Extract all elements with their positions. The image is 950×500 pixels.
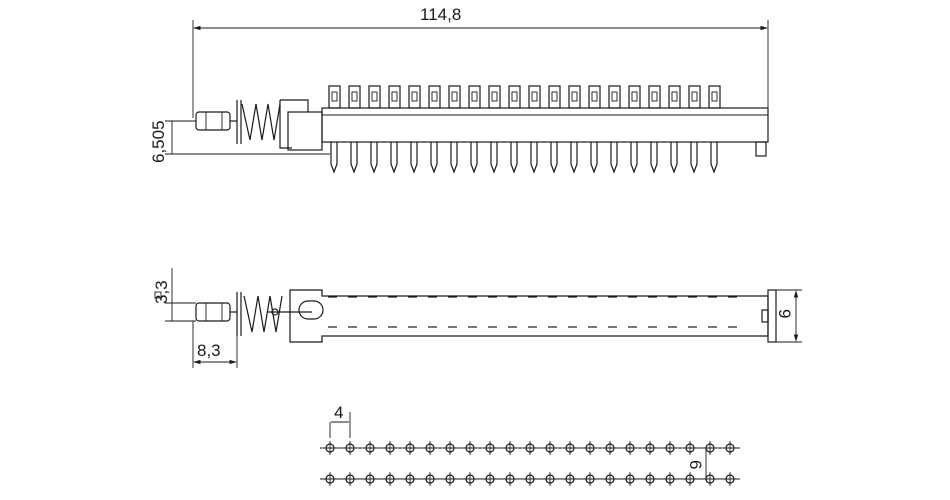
bottom-pin bbox=[490, 142, 498, 174]
top-body bbox=[289, 289, 769, 343]
contact-slots bbox=[328, 296, 737, 328]
latch-slot bbox=[298, 300, 324, 320]
latch-housing bbox=[287, 111, 323, 151]
top-contact bbox=[408, 85, 421, 109]
contact-window bbox=[611, 91, 618, 102]
top-contact bbox=[468, 85, 481, 109]
spring bbox=[241, 103, 281, 141]
contact-window bbox=[671, 91, 678, 102]
contact-window bbox=[531, 91, 538, 102]
top-contact bbox=[648, 85, 661, 109]
bottom-pin bbox=[530, 142, 538, 174]
contact-window bbox=[651, 91, 658, 102]
top-contact bbox=[388, 85, 401, 109]
top-contact bbox=[548, 85, 561, 109]
contact-window bbox=[491, 91, 498, 102]
contact-window bbox=[551, 91, 558, 102]
top-contact bbox=[448, 85, 461, 109]
top-spring bbox=[243, 295, 283, 333]
top-end-cap bbox=[767, 289, 777, 343]
bottom-pin bbox=[590, 142, 598, 174]
contact-window bbox=[451, 91, 458, 102]
top-pin bbox=[271, 308, 279, 316]
footprint-holes bbox=[320, 441, 740, 486]
top-contact bbox=[368, 85, 381, 109]
bottom-pin bbox=[670, 142, 678, 174]
bottom-pin bbox=[690, 142, 698, 174]
contact-window bbox=[391, 91, 398, 102]
top-contact bbox=[708, 85, 721, 109]
top-view: 3,3 8,3 9 bbox=[152, 268, 802, 368]
contact-window bbox=[331, 91, 338, 102]
bottom-pin bbox=[470, 142, 478, 174]
dimension-pin-pitch: 4 bbox=[334, 403, 343, 422]
end-post bbox=[755, 141, 767, 157]
bottom-pins bbox=[330, 142, 718, 174]
top-contact bbox=[428, 85, 441, 109]
top-contact bbox=[348, 85, 361, 109]
bottom-pin bbox=[570, 142, 578, 174]
plunger bbox=[195, 111, 231, 131]
side-view: 114,8 6,505 bbox=[149, 5, 769, 174]
end-slot bbox=[761, 309, 769, 323]
latch-bracket bbox=[279, 99, 309, 149]
top-contact bbox=[688, 85, 701, 109]
bottom-pin bbox=[390, 142, 398, 174]
bottom-pin bbox=[370, 142, 378, 174]
contact-window bbox=[371, 91, 378, 102]
top-contact bbox=[508, 85, 521, 109]
top-contact bbox=[608, 85, 621, 109]
bottom-pin bbox=[410, 142, 418, 174]
connector-body bbox=[321, 107, 769, 143]
bottom-pin bbox=[650, 142, 658, 174]
contact-window bbox=[411, 91, 418, 102]
top-contact bbox=[588, 85, 601, 109]
contact-window bbox=[711, 91, 718, 102]
contact-window bbox=[571, 91, 578, 102]
top-contact bbox=[668, 85, 681, 109]
top-contact bbox=[568, 85, 581, 109]
bottom-pin bbox=[710, 142, 718, 174]
bottom-pin bbox=[510, 142, 518, 174]
dimension-body-width: 9 bbox=[775, 309, 794, 318]
contact-window bbox=[591, 91, 598, 102]
dimension-total-length: 114,8 bbox=[420, 5, 461, 24]
contact-window bbox=[471, 91, 478, 102]
bottom-pin bbox=[630, 142, 638, 174]
contact-window bbox=[511, 91, 518, 102]
bottom-pin bbox=[450, 142, 458, 174]
top-contact bbox=[328, 85, 341, 109]
top-contact bbox=[488, 85, 501, 109]
bottom-pin bbox=[350, 142, 358, 174]
top-contact bbox=[628, 85, 641, 109]
contact-window bbox=[431, 91, 438, 102]
bottom-pin bbox=[430, 142, 438, 174]
contact-window bbox=[351, 91, 358, 102]
bottom-pin bbox=[330, 142, 338, 174]
dimension-row-spacing: 6 bbox=[686, 460, 705, 469]
dimension-plunger-length: 8,3 bbox=[197, 341, 221, 360]
square-symbol bbox=[154, 291, 162, 299]
top-plunger bbox=[195, 302, 231, 322]
contact-window bbox=[691, 91, 698, 102]
bottom-pin bbox=[610, 142, 618, 174]
contact-window bbox=[631, 91, 638, 102]
dimension-plunger-dia: 3,3 bbox=[152, 280, 171, 304]
dimension-side-height: 6,505 bbox=[149, 120, 168, 163]
footprint-view: 4 6 bbox=[320, 403, 740, 486]
bottom-pin bbox=[550, 142, 558, 174]
top-contacts bbox=[328, 85, 721, 109]
top-contact bbox=[528, 85, 541, 109]
